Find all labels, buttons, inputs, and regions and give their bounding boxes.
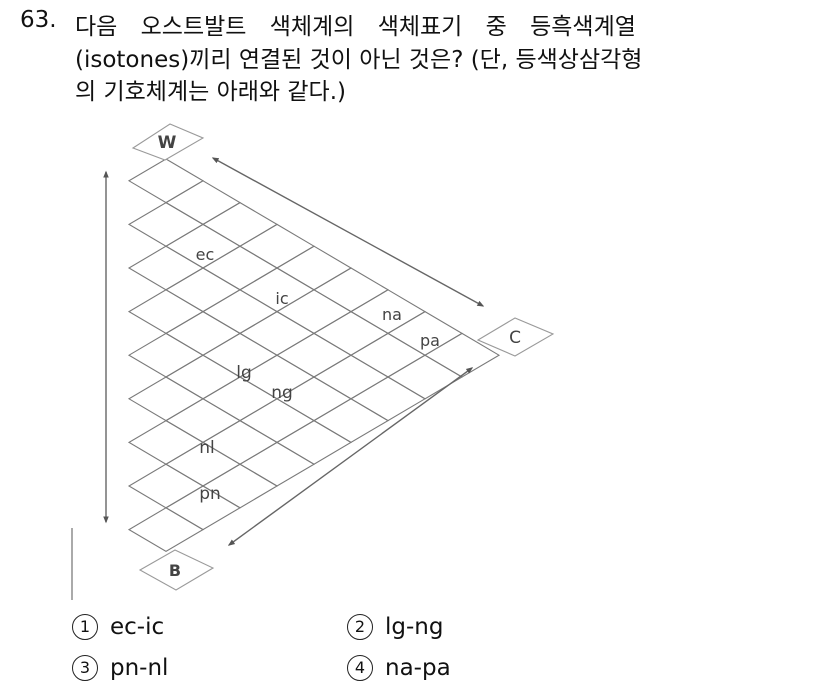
lattice-cell: [312, 354, 390, 400]
option-1[interactable]: 1 ec-ic: [72, 614, 164, 640]
option-marker-1: 1: [72, 614, 98, 640]
lattice-cell: [312, 310, 390, 356]
lattice-cell: [164, 310, 242, 356]
question-line-1: 다음 오스트발트 색체계의 색체표기 중 등흑색계열: [75, 14, 636, 40]
question-line-3: 의 기호체계는 아래와 같다.): [75, 79, 346, 105]
option-text-4: na-pa: [385, 655, 451, 681]
vertex-b-label: B: [169, 561, 181, 580]
vertex-w-label: W: [158, 133, 177, 153]
vertex-w: W: [131, 123, 205, 161]
lattice-cell: [201, 289, 279, 335]
lattice-cell: [127, 419, 205, 465]
question-line-2: (isotones)끼리 연결된 것이 아닌 것은? (단, 등색상삼각형: [75, 47, 643, 73]
lattice-cell: [238, 398, 316, 444]
option-text-3: pn-nl: [110, 655, 169, 681]
cell-label-pa: pa: [420, 331, 440, 350]
lattice-cell: [164, 354, 242, 400]
option-4[interactable]: 4 na-pa: [347, 655, 451, 681]
option-marker-2: 2: [347, 614, 373, 640]
cell-label-lg: lg: [236, 363, 252, 383]
option-2[interactable]: 2 lg-ng: [347, 614, 443, 640]
cell-label-ng: ng: [271, 383, 293, 403]
lattice-cell: [127, 201, 205, 247]
option-text-2: lg-ng: [385, 614, 444, 640]
vertex-c: C: [476, 317, 555, 357]
lattice-cell: [127, 332, 205, 378]
vertex-c-label: C: [509, 328, 521, 348]
lattice-cell: [127, 507, 205, 553]
lattice-cell: [349, 376, 427, 422]
lattice-cell: [164, 267, 242, 313]
option-marker-3: 3: [72, 655, 98, 681]
lattice-cell: [164, 398, 242, 444]
option-3[interactable]: 3 pn-nl: [72, 655, 168, 681]
question-number: 63.: [20, 7, 57, 33]
cell-label-nl: nl: [199, 438, 215, 458]
lattice-cell: [238, 310, 316, 356]
vertex-b: B: [138, 549, 215, 591]
lattice-cell: [349, 332, 427, 378]
lattice-cell: [312, 267, 390, 313]
option-marker-4: 4: [347, 655, 373, 681]
lattice-cell: [201, 376, 279, 422]
lattice-cell: [127, 376, 205, 422]
lattice-cell: [238, 441, 316, 487]
lattice-cell: [386, 354, 464, 400]
lattice-cell: [127, 245, 205, 291]
lattice-cell: [127, 158, 205, 204]
arrow-w-c: [211, 157, 485, 307]
lattice-cell: [238, 223, 316, 269]
diamond-lattice-grid: [127, 158, 501, 553]
option-text-1: ec-ic: [110, 614, 165, 640]
arrow-b-c: [227, 367, 474, 546]
lattice-cell: [201, 201, 279, 247]
lattice-cell: [275, 419, 353, 465]
lattice-cell: [275, 245, 353, 291]
cell-label-ec: ec: [196, 245, 215, 264]
lattice-cell: [312, 398, 390, 444]
lattice-cell: [127, 463, 205, 509]
lattice-cell: [275, 332, 353, 378]
cell-label-ic: ic: [275, 289, 288, 308]
lattice-cell: [164, 180, 242, 226]
cell-label-pn: pn: [199, 484, 221, 504]
cell-label-na: na: [382, 305, 402, 324]
ostwald-triangle-figure: W C B ec ic na pa lg ng nl pn: [71, 123, 555, 600]
lattice-cell: [127, 289, 205, 335]
